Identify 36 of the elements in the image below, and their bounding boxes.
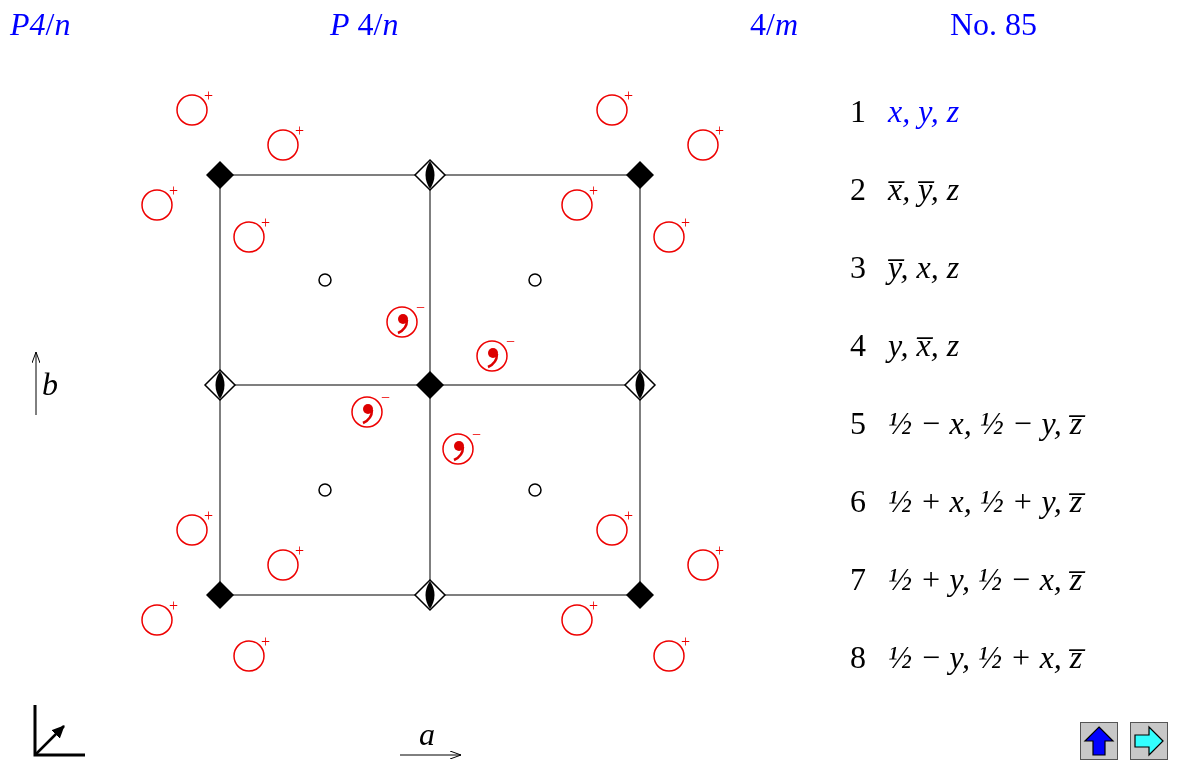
minus-sign: − (416, 300, 426, 316)
plus-sign: + (624, 508, 634, 524)
operation-number: 5 (850, 407, 866, 439)
operation-number: 3 (850, 251, 866, 283)
plus-sign: + (715, 123, 725, 139)
symmetry-operation: x, y, z (888, 95, 960, 127)
axis-label: b (42, 368, 58, 400)
operation-number: 2 (850, 173, 866, 205)
plus-sign: + (261, 215, 271, 231)
minus-sign: − (472, 427, 482, 443)
space-group-number: No. 85 (950, 8, 1038, 40)
symmetry-operation: x̅, y̅, z (888, 173, 960, 205)
plus-sign: + (169, 598, 179, 614)
minus-sign: − (381, 390, 391, 406)
operation-number: 1 (850, 95, 866, 127)
operation-number: 7 (850, 563, 866, 595)
operation-number: 4 (850, 329, 866, 361)
plus-sign: + (624, 88, 634, 104)
space-group-symbol: P 4/n (330, 8, 399, 40)
plus-sign: + (295, 543, 305, 559)
plus-sign: + (261, 634, 271, 650)
plus-sign: + (204, 88, 214, 104)
plus-sign: + (681, 634, 691, 650)
axis-label: a (419, 718, 435, 750)
plus-sign: + (681, 215, 691, 231)
plus-sign: + (589, 598, 599, 614)
plus-sign: + (715, 543, 725, 559)
minus-sign: − (506, 334, 516, 350)
plus-sign: + (589, 183, 599, 199)
plus-sign: + (169, 183, 179, 199)
operation-number: 8 (850, 641, 866, 673)
space-group-symbol: P4/n (10, 8, 71, 40)
plus-sign: + (204, 508, 214, 524)
plus-sign: + (295, 123, 305, 139)
point-group-symbol: 4/m (750, 8, 798, 40)
operation-number: 6 (850, 485, 866, 517)
